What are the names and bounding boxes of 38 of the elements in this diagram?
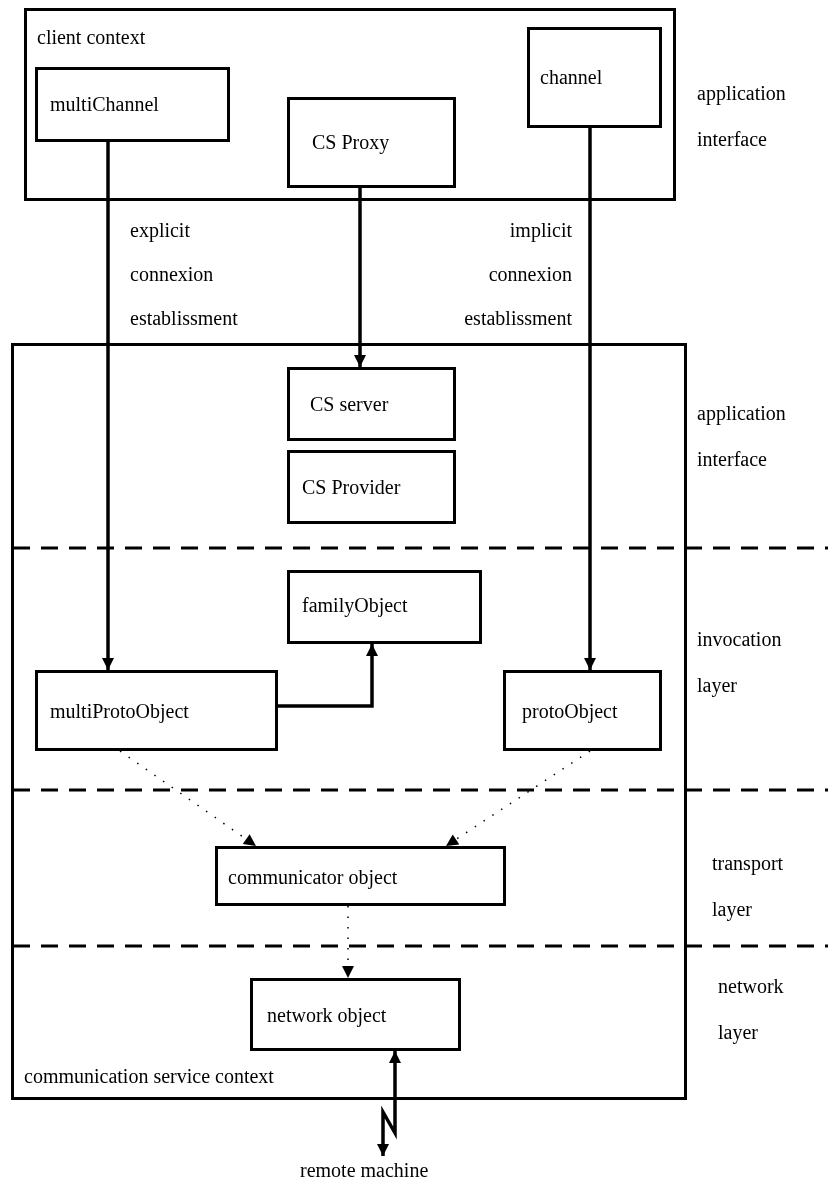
box-label: multiChannel: [50, 92, 159, 116]
node-label: remote machine: [300, 1158, 429, 1182]
box-label: channel: [540, 65, 603, 89]
object-box: [287, 450, 456, 524]
object-box: [287, 367, 456, 441]
object-box: [503, 670, 662, 751]
layer-label: application interface: [697, 401, 787, 472]
arrow: [377, 1051, 401, 1156]
box-label: communicator object: [228, 865, 398, 889]
layer-label: network layer: [718, 974, 785, 1046]
arrow: [354, 188, 366, 367]
context-label: client context: [37, 25, 146, 49]
layer-label: transport layer: [712, 851, 785, 923]
dotted-arrow: [445, 750, 591, 847]
object-box: [250, 978, 461, 1051]
box-label: familyObject: [302, 593, 408, 617]
box-label: network object: [267, 1003, 387, 1027]
context-label: communication service context: [24, 1064, 274, 1088]
box-label: protoObject: [522, 699, 618, 723]
arrow: [102, 142, 114, 670]
arrow: [278, 644, 378, 708]
object-box: [287, 570, 482, 644]
dotted-arrow: [119, 750, 257, 847]
box-label: CS Provider: [302, 475, 401, 499]
context-frame: [11, 343, 687, 1100]
object-box: [215, 846, 506, 906]
layer-label: invocation layer: [697, 627, 783, 699]
context-frame: [24, 8, 676, 201]
object-box: [527, 27, 662, 128]
object-box: [35, 67, 230, 142]
dotted-arrow: [342, 905, 354, 979]
arrow: [584, 128, 596, 670]
object-box: [287, 97, 456, 188]
box-label: CS server: [310, 392, 389, 416]
layer-label: application interface: [697, 81, 787, 152]
box-label: multiProtoObject: [50, 699, 189, 723]
object-box: [35, 670, 278, 751]
box-label: CS Proxy: [312, 130, 390, 154]
